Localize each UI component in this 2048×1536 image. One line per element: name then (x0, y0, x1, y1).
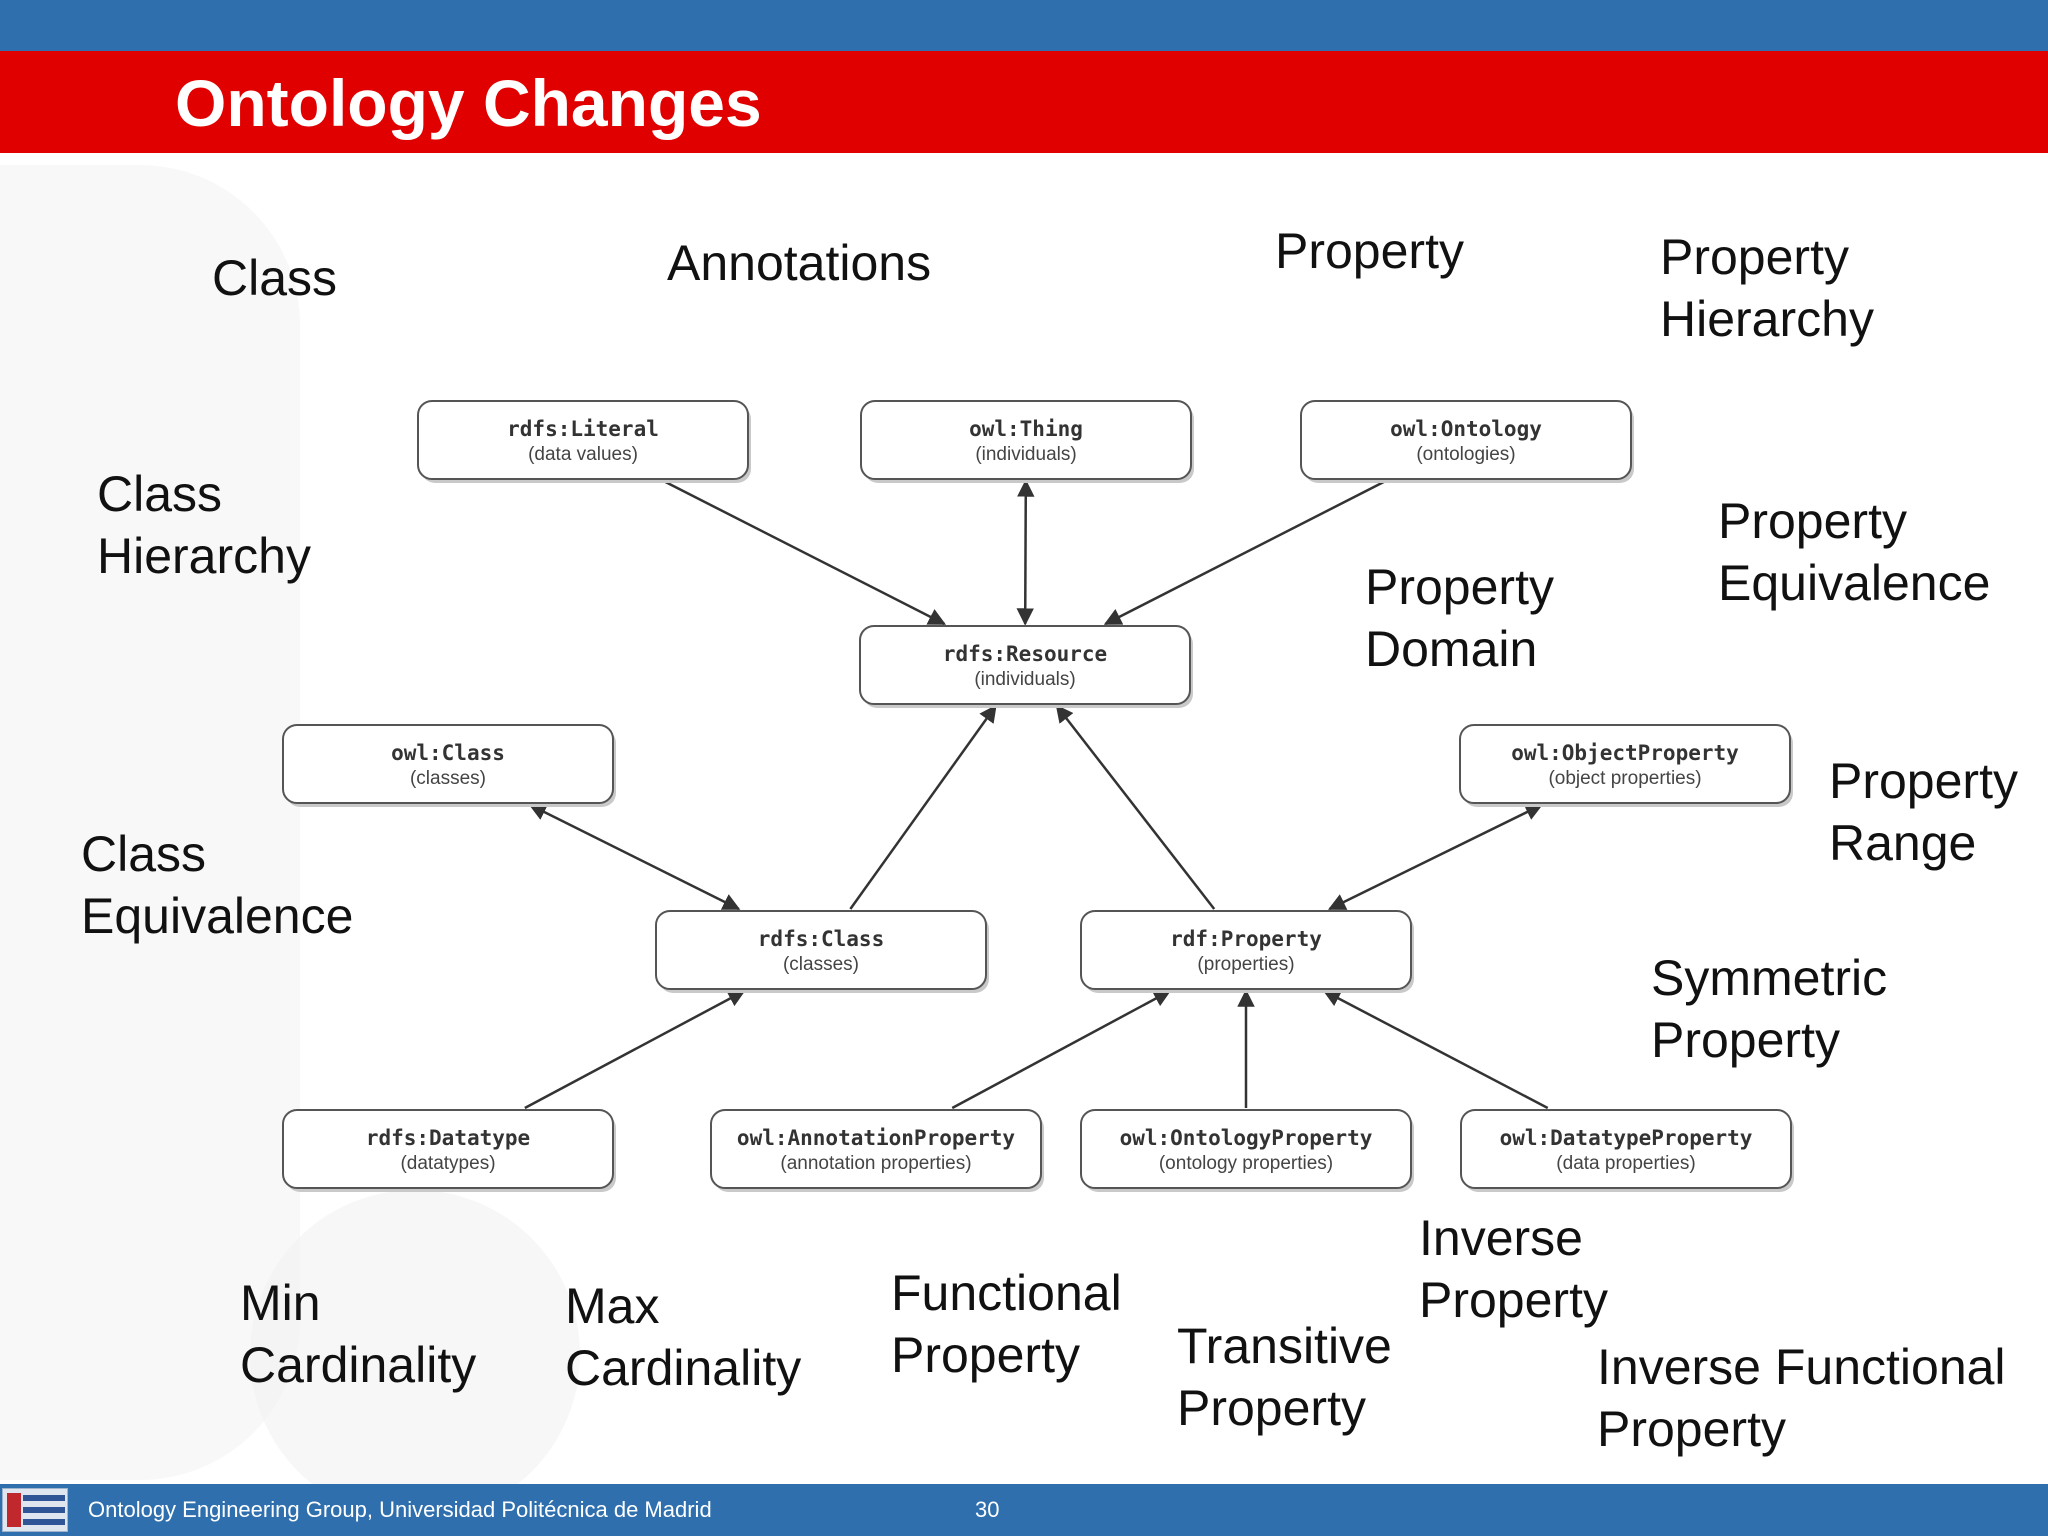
footer-text: Ontology Engineering Group, Universidad … (88, 1497, 712, 1522)
node-layer: rdfs:Literal (data values) owl:Thing (indiv… (282, 400, 1794, 1192)
node-name: owl:Thing (969, 417, 1083, 441)
node-box (417, 400, 749, 480)
label-class-hierarchy: Class Hierarchy (97, 466, 311, 584)
node-resource: rdfs:Resource (individuals) (859, 625, 1193, 708)
node-description: (data values) (528, 444, 638, 465)
node-box (1080, 910, 1412, 990)
node-box (1080, 1109, 1412, 1189)
edge-ontology-to-resource (1103, 479, 1387, 626)
label-inverse-property: Inverse Property (1419, 1210, 1608, 1328)
node-name: owl:Class (391, 741, 505, 765)
node-box (282, 724, 614, 804)
title-bar (0, 51, 2048, 153)
label-property-equivalence: Property Equivalence (1718, 493, 1991, 611)
label-property-hierarchy: Property Hierarchy (1660, 229, 1874, 347)
node-description: (ontology properties) (1159, 1153, 1333, 1174)
slide-title: Ontology Changes (175, 66, 762, 140)
node-rdfprop: rdf:Property (properties) (1080, 910, 1414, 993)
edge-thing-to-resource (1016, 479, 1035, 626)
edge-rdfsclass-to-resource (849, 704, 997, 910)
node-description: (classes) (410, 768, 486, 789)
label-inverse-functional-property: Inverse Functional Property (1597, 1339, 2006, 1457)
node-box (655, 910, 987, 990)
node-ontology: owl:Ontology (ontologies) (1300, 400, 1634, 483)
oeg-logo (2, 1488, 68, 1532)
node-rdfsclass: rdfs:Class (classes) (655, 910, 989, 993)
top-bar (0, 0, 2048, 51)
label-transitive-property: Transitive Property (1177, 1318, 1392, 1436)
node-description: (classes) (783, 954, 859, 975)
label-max-cardinality: Max Cardinality (565, 1278, 802, 1396)
node-thing: owl:Thing (individuals) (860, 400, 1194, 483)
label-property: Property (1275, 223, 1464, 279)
node-box (1460, 1109, 1792, 1189)
label-functional-property: Functional Property (891, 1265, 1122, 1383)
edge-annprop-to-rdfprop (951, 989, 1172, 1110)
node-box (710, 1109, 1042, 1189)
label-property-range: Property Range (1829, 753, 2018, 871)
node-description: (individuals) (974, 669, 1075, 690)
node-name: owl:DatatypeProperty (1500, 1126, 1753, 1150)
node-box (859, 625, 1191, 705)
node-name: rdfs:Class (758, 927, 884, 951)
node-name: rdfs:Resource (943, 642, 1107, 666)
node-literal: rdfs:Literal (data values) (417, 400, 751, 483)
label-annotations: Annotations (667, 235, 932, 291)
node-annprop: owl:AnnotationProperty (annotation proper… (710, 1109, 1044, 1192)
node-dtprop: owl:DatatypeProperty (data properties) (1460, 1109, 1794, 1192)
node-name: owl:OntologyProperty (1120, 1126, 1373, 1150)
footer-bar (0, 1484, 2048, 1536)
label-class-equivalence: Class Equivalence (81, 826, 354, 944)
label-min-cardinality: Min Cardinality (240, 1275, 477, 1393)
node-name: rdfs:Literal (507, 417, 659, 441)
edge-literal-to-resource (662, 479, 947, 626)
page-number: 30 (975, 1497, 1000, 1522)
node-description: (annotation properties) (780, 1153, 971, 1174)
background-decoration (0, 165, 300, 1480)
edge-dtprop-to-rdfprop (1322, 989, 1549, 1110)
node-box (1300, 400, 1632, 480)
node-description: (properties) (1197, 954, 1294, 975)
node-objprop: owl:ObjectProperty (object properties) (1459, 724, 1793, 807)
node-ontprop: owl:OntologyProperty (ontology properties… (1080, 1109, 1414, 1192)
node-name: owl:Ontology (1390, 417, 1542, 441)
node-datatype: rdfs:Datatype (datatypes) (282, 1109, 616, 1192)
node-owlclass: owl:Class (classes) (282, 724, 616, 807)
edge-owlclass-to-rdfsclass (528, 803, 741, 911)
label-property-domain: Property Domain (1365, 559, 1554, 677)
edge-objprop-to-rdfprop (1327, 803, 1544, 911)
node-name: owl:AnnotationProperty (737, 1126, 1016, 1150)
background-decoration-circle (250, 1190, 580, 1520)
node-box (282, 1109, 614, 1189)
node-box (860, 400, 1192, 480)
node-description: (datatypes) (400, 1153, 495, 1174)
edge-datatype-to-rdfsclass (524, 989, 746, 1110)
node-name: owl:ObjectProperty (1511, 741, 1739, 765)
node-name: rdfs:Datatype (366, 1126, 530, 1150)
label-class: Class (212, 250, 338, 306)
node-description: (individuals) (975, 444, 1076, 465)
node-description: (ontologies) (1416, 444, 1515, 465)
node-name: rdf:Property (1170, 927, 1322, 951)
edge-rdfprop-to-resource (1055, 704, 1216, 910)
node-description: (data properties) (1556, 1153, 1695, 1174)
edge-layer (524, 479, 1549, 1110)
node-description: (object properties) (1548, 768, 1701, 789)
label-symmetric-property: Symmetric Property (1651, 950, 1888, 1068)
node-box (1459, 724, 1791, 804)
